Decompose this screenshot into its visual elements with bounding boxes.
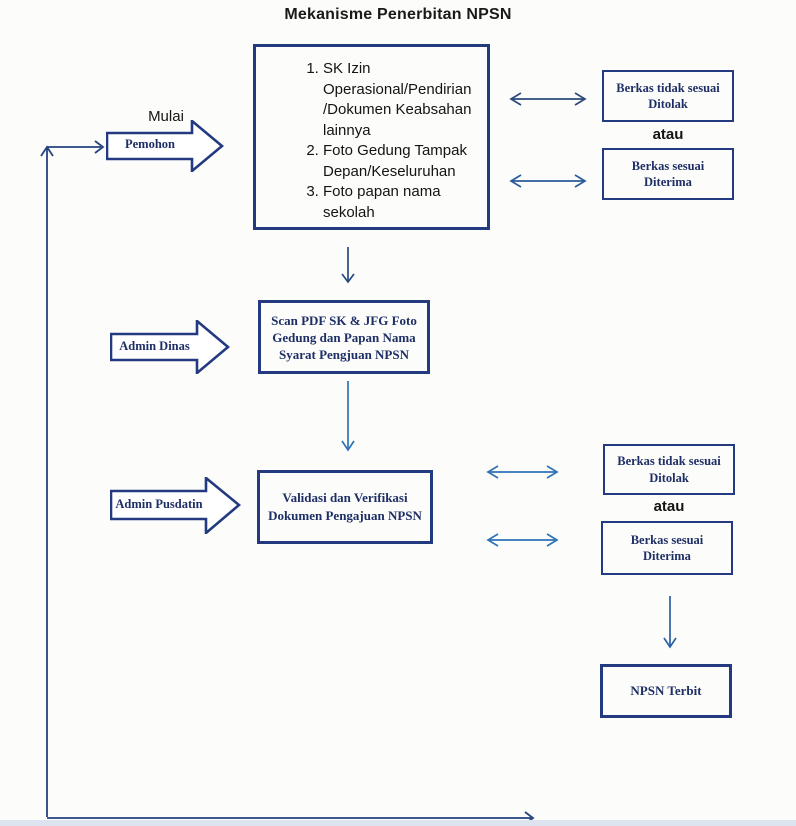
requirement-item: SK Izin Operasional/Pendirian /Dokumen K… [323, 59, 481, 141]
block-arrow-shape [110, 477, 241, 534]
scan-box: Scan PDF SK & JFG Foto Gedung dan Papan … [258, 300, 430, 374]
start-label: Mulai [148, 108, 184, 125]
arrow-down-requirements-to-scan [341, 247, 355, 284]
start-actor-arrow: Pemohon [106, 120, 224, 172]
admin-pusdatin-arrow: Admin Pusdatin [110, 477, 241, 534]
result-box: NPSN Terbit [600, 664, 732, 718]
admin-dinas-label: Admin Dinas [119, 339, 190, 353]
requirement-item: Foto Gedung Tampak Depan/Keseluruhan [323, 141, 481, 182]
double-arrow-mid-rejected [486, 465, 559, 479]
decision-top-or-label: atau [652, 126, 684, 143]
scan-edge-strip [0, 820, 796, 826]
double-arrow-top-accepted [509, 174, 587, 188]
decision-top-rejected-box: Berkas tidak sesuai Ditolak [602, 70, 734, 122]
block-arrow-shape [110, 320, 230, 374]
admin-dinas-arrow: Admin Dinas [110, 320, 230, 374]
block-arrow-shape [106, 120, 224, 172]
requirements-box: SK Izin Operasional/Pendirian /Dokumen K… [253, 44, 490, 230]
requirements-list: SK Izin Operasional/Pendirian /Dokumen K… [256, 47, 487, 223]
validation-box: Validasi dan Verifikasi Dokumen Pengajua… [257, 470, 433, 544]
decision-mid-accepted-box: Berkas sesuai Diterima [601, 521, 733, 575]
admin-pusdatin-label: Admin Pusdatin [115, 497, 203, 511]
double-arrow-top-rejected [509, 92, 587, 106]
double-arrow-mid-accepted [486, 533, 559, 547]
start-actor-label: Pemohon [125, 137, 175, 151]
requirement-item: Foto papan nama sekolah [323, 182, 481, 223]
arrow-down-accepted-to-result [663, 596, 677, 649]
decision-top-accepted-box: Berkas sesuai Diterima [602, 148, 734, 200]
decision-mid-or-label: atau [653, 498, 685, 515]
page-title: Mekanisme Penerbitan NPSN [284, 6, 512, 23]
arrow-down-scan-to-validation [341, 381, 355, 452]
decision-mid-rejected-box: Berkas tidak sesuai Ditolak [603, 444, 735, 495]
